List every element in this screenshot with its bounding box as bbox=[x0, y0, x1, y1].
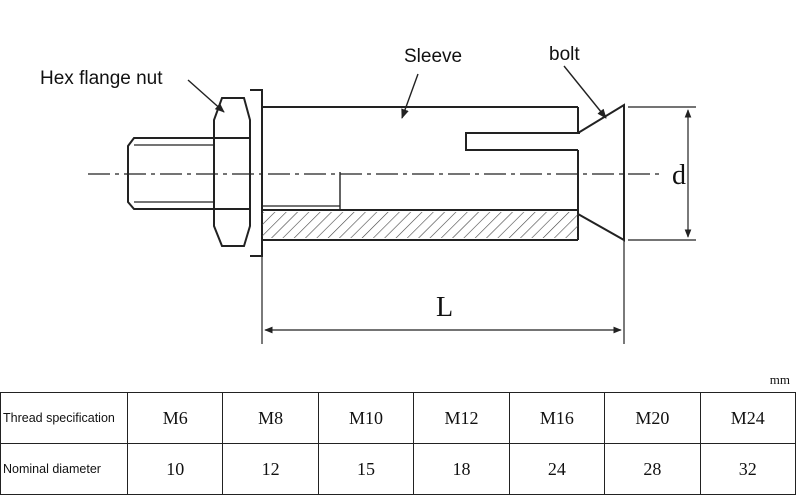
nut-leader bbox=[187, 79, 225, 113]
table-cell: 12 bbox=[222, 443, 319, 495]
table-cell: M10 bbox=[317, 392, 415, 444]
sleeve-section-hatch bbox=[262, 212, 578, 238]
table-row: Thread specification M6 M8 M10 M12 M16 M… bbox=[0, 392, 797, 444]
table-cell: 18 bbox=[413, 443, 510, 495]
spec-table: Thread specification M6 M8 M10 M12 M16 M… bbox=[0, 392, 797, 495]
table-cell: M24 bbox=[699, 392, 797, 444]
table-cell: 15 bbox=[317, 443, 415, 495]
table-cell: M12 bbox=[413, 392, 510, 444]
sleeve-leader bbox=[401, 73, 419, 119]
table-cell: M16 bbox=[508, 392, 606, 444]
flange bbox=[250, 89, 263, 257]
cone-expander bbox=[577, 103, 625, 242]
hex-flange-nut-label: Hex flange nut bbox=[40, 68, 163, 89]
table-cell: 24 bbox=[508, 443, 606, 495]
bolt-leader bbox=[563, 65, 607, 119]
row-header: Nominal diameter bbox=[0, 443, 128, 495]
table-row: Nominal diameter 10 12 15 18 24 28 32 bbox=[0, 443, 797, 495]
table-cell: M20 bbox=[604, 392, 701, 444]
table-cell: M6 bbox=[126, 392, 224, 444]
table-cell: 32 bbox=[699, 443, 797, 495]
table-unit: mm bbox=[769, 372, 790, 387]
sleeve-label: Sleeve bbox=[404, 46, 463, 67]
row-header: Thread specification bbox=[0, 392, 128, 444]
diameter-symbol: d bbox=[672, 160, 686, 191]
table-cell: M8 bbox=[222, 392, 319, 444]
hex-nut bbox=[213, 97, 251, 247]
length-symbol: L bbox=[436, 292, 454, 323]
table-cell: 28 bbox=[604, 443, 701, 495]
sleeve-slot bbox=[465, 132, 580, 151]
table-cell: 10 bbox=[126, 443, 224, 495]
bolt-label: bolt bbox=[549, 44, 580, 65]
